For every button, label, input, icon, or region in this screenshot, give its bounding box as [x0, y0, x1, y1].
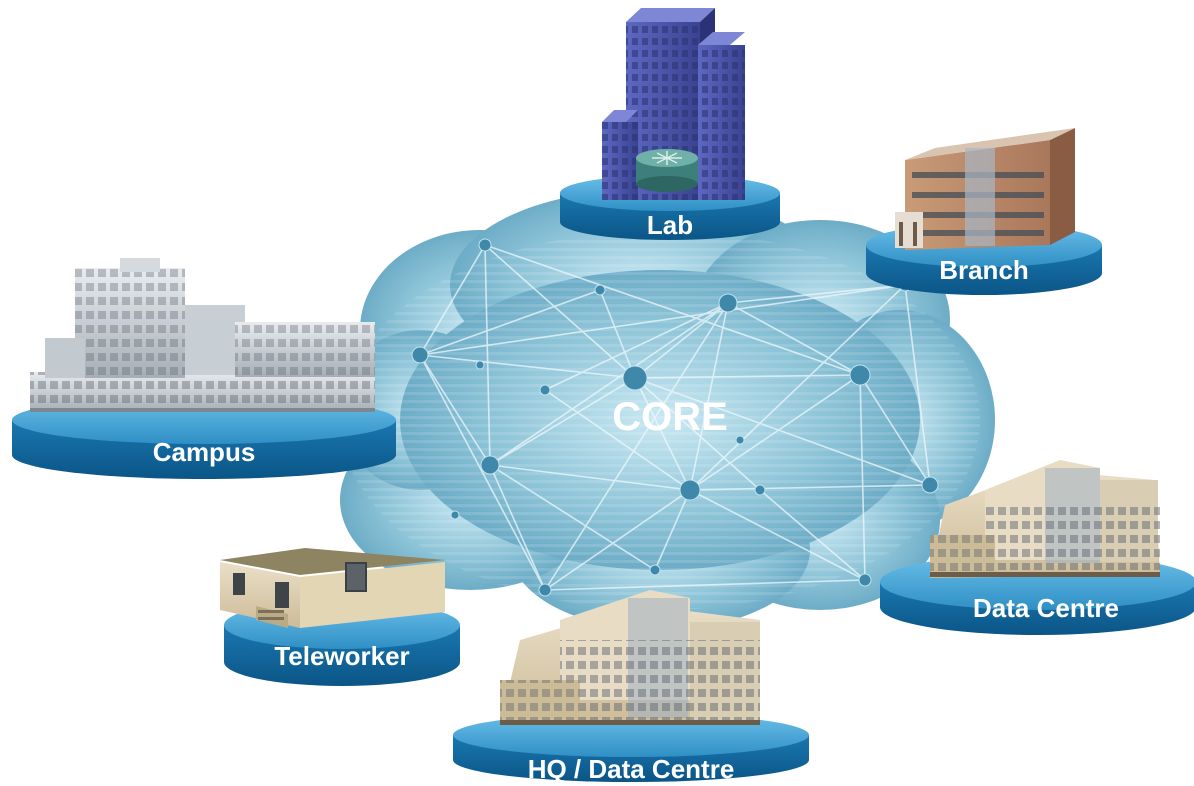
- branch-building-icon: [895, 128, 1075, 250]
- datacentre-label: Data Centre: [973, 593, 1119, 623]
- hq-label: HQ / Data Centre: [528, 754, 735, 784]
- hq-building-icon: [500, 590, 760, 725]
- site-datacentre[interactable]: Data Centre: [880, 460, 1194, 635]
- site-teleworker[interactable]: Teleworker: [220, 548, 460, 686]
- mesh-links: [419, 244, 931, 591]
- datacentre-building-icon: [930, 460, 1160, 578]
- core-cloud: CORE: [340, 190, 995, 630]
- site-branch[interactable]: Branch: [866, 128, 1102, 295]
- site-campus[interactable]: Campus: [12, 258, 396, 479]
- teleworker-label: Teleworker: [274, 641, 409, 671]
- lab-tower-icon: [602, 8, 745, 200]
- site-hq[interactable]: HQ / Data Centre: [453, 590, 809, 784]
- branch-label: Branch: [939, 255, 1029, 285]
- router-icon: [636, 149, 698, 192]
- lab-label: Lab: [647, 210, 693, 240]
- campus-label: Campus: [153, 437, 256, 467]
- core-label: CORE: [612, 395, 728, 439]
- campus-building-icon: [30, 258, 375, 412]
- site-lab[interactable]: Lab: [560, 8, 780, 240]
- teleworker-house-icon: [220, 548, 445, 628]
